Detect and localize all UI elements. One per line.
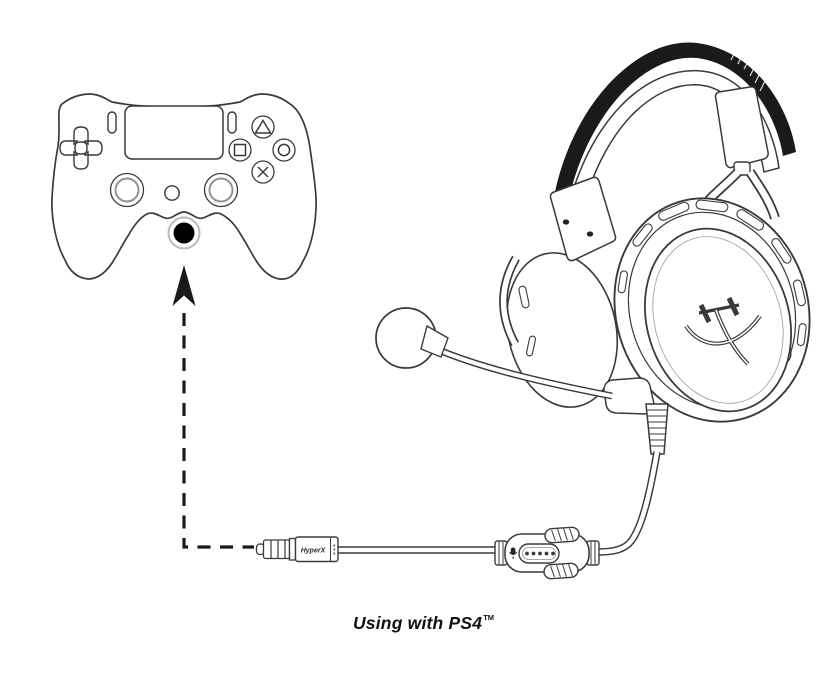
circle-button-icon (277, 143, 291, 157)
dpad-icon (59, 126, 103, 170)
strain-relief-ribs (647, 409, 667, 447)
ps4-controller (51, 93, 317, 280)
mic-icon (509, 547, 518, 559)
vent-slot (518, 285, 530, 309)
triangle-button-icon (254, 119, 272, 134)
headband-top-band (553, 42, 796, 208)
figure-caption: Using with PS4TM (12, 613, 822, 634)
mic-mute-button-inner (522, 547, 556, 560)
plug-to-jack-connection-arrow (172, 265, 254, 549)
vent-slot (771, 237, 792, 264)
vent-slot (736, 209, 765, 231)
controller-headset-jack (167, 216, 201, 250)
square-button-icon (233, 143, 247, 157)
vent-slot (617, 270, 628, 294)
headband-stitch-ridges (730, 49, 767, 92)
wheel-top-ribs (551, 528, 574, 542)
far-yoke-core (500, 256, 519, 346)
share-button (107, 111, 117, 134)
cross-button-icon (257, 166, 269, 178)
far-cup-vents (518, 285, 537, 357)
plate-screw (586, 231, 594, 237)
wheel-top-bump (544, 526, 580, 544)
ear-cup-vents (617, 199, 807, 347)
headband-left-plate (549, 176, 617, 262)
wheel-bottom-ribs (550, 564, 573, 578)
vent-slot (792, 279, 806, 307)
caption-text: Using with PS4 (352, 613, 483, 633)
touchpad (124, 105, 224, 160)
right-collar-ribs (590, 542, 596, 564)
mic-mute-dots (525, 551, 555, 556)
gaming-headset (375, 42, 811, 556)
right-stick-cap (208, 177, 234, 203)
ear-cup-plate-line (652, 236, 784, 404)
left-stick-cap (114, 177, 140, 203)
plug-grip-dot (333, 548, 336, 551)
cable-right-core (596, 451, 660, 555)
plug-brand-label: HyperX (301, 548, 327, 555)
vent-slot (796, 323, 807, 347)
hx-logo-x-swoosh-core (685, 309, 761, 365)
left-collar-ribs (498, 542, 504, 564)
vent-slot (632, 223, 653, 247)
jack-dot (173, 222, 195, 244)
vent-slot (658, 201, 690, 221)
mic-boom-cone (420, 324, 449, 358)
ps-button (164, 185, 180, 201)
mic-boom-core (433, 346, 613, 399)
boom-microphone (375, 307, 656, 415)
plug-collar (288, 537, 297, 561)
fork-arm-right-core (747, 170, 779, 219)
circle-button (272, 138, 296, 162)
headband-slider-plate (714, 86, 769, 169)
hx-logo-icon (684, 296, 762, 366)
volume-wheel-top (544, 526, 580, 544)
audio-plug-assembly: HyperX (255, 536, 499, 563)
arrow-head-icon (172, 265, 196, 306)
mic-boom-knuckle (603, 377, 656, 415)
dpad-petals (59, 126, 103, 170)
trademark-symbol: TM (483, 613, 495, 623)
vent-slot (695, 199, 729, 213)
arrow-dashed-line (182, 313, 254, 549)
square-button (228, 138, 252, 162)
inline-audio-control (494, 526, 600, 580)
plate-screw (562, 219, 570, 225)
plug-shaft-rings (270, 540, 286, 558)
headband-cushion (565, 69, 780, 221)
fork-pivot (733, 161, 751, 176)
hx-logo-h-crossbar (698, 303, 740, 315)
controller-body (51, 93, 317, 280)
wheel-bottom-bump (543, 562, 579, 580)
volume-wheel-bottom (543, 562, 579, 580)
jack-highlight-ring (167, 216, 201, 250)
analog-sticks (109, 172, 239, 208)
plug-grip-dot (333, 552, 336, 555)
plug-body (294, 536, 339, 563)
plug-grip-dot (333, 544, 336, 547)
vent-slot (525, 335, 537, 357)
options-button (227, 111, 237, 134)
face-buttons (228, 115, 296, 184)
